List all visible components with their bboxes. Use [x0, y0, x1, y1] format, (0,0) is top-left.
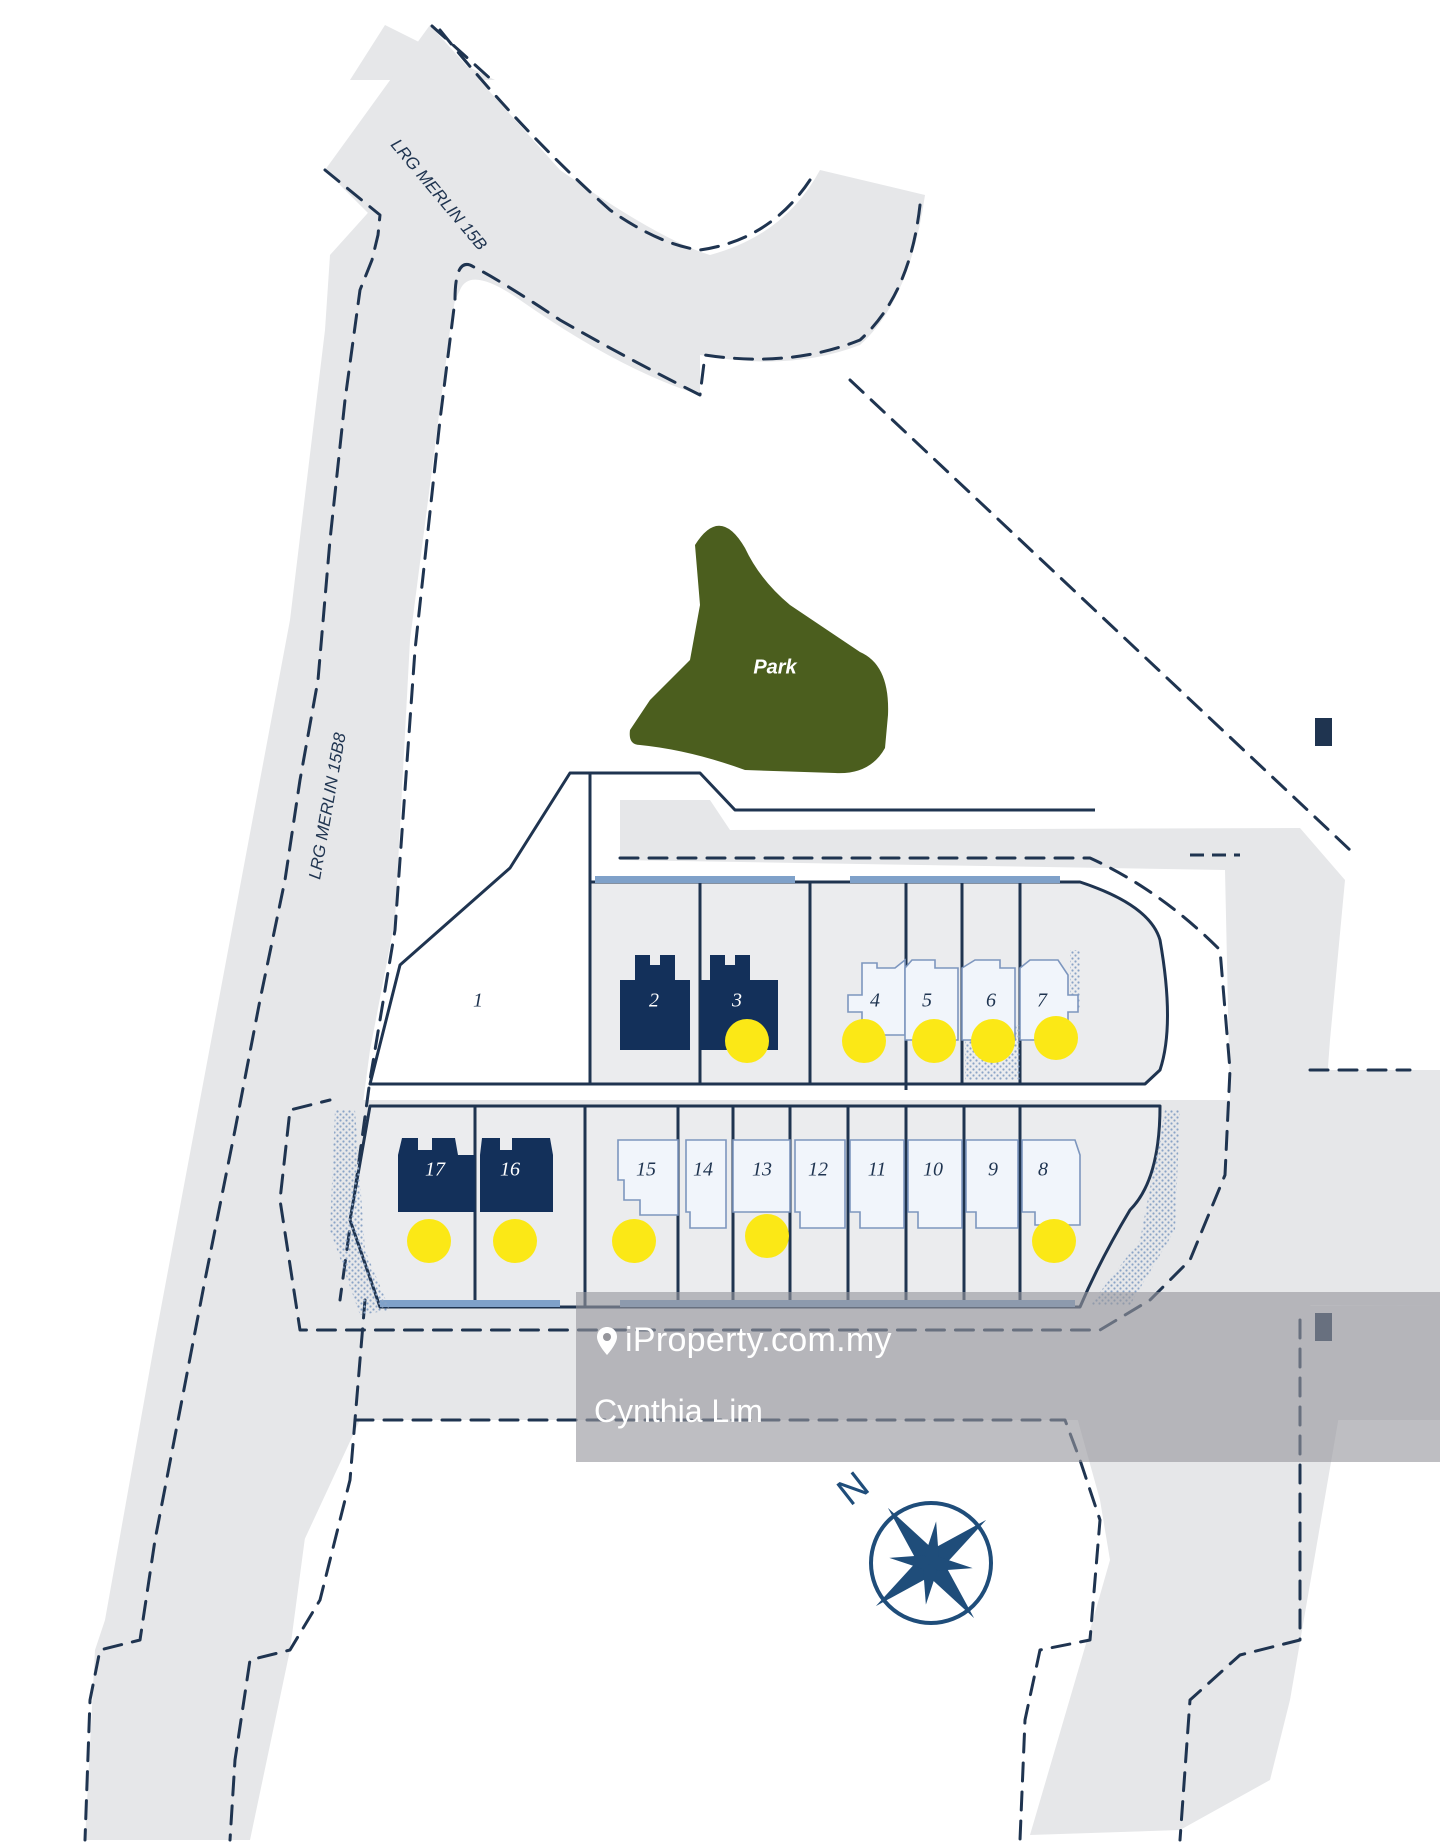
light-unit-11 [849, 1139, 905, 1229]
lot-label-7[interactable]: 7 [1037, 990, 1048, 1012]
light-unit-15 [617, 1139, 679, 1216]
park-area [629, 525, 889, 774]
compass-rose: N [830, 1464, 993, 1625]
house-footprints [398, 955, 1081, 1229]
compass-ring [869, 1501, 993, 1625]
dark-unit-2 [620, 955, 690, 1050]
light-unit-12 [794, 1139, 846, 1229]
light-unit-8 [1021, 1139, 1081, 1226]
park-label: Park [753, 656, 797, 678]
lot-marker-15 [612, 1219, 656, 1263]
lot-label-10[interactable]: 10 [923, 1159, 943, 1181]
watermark-panel [576, 1292, 1440, 1462]
lot-label-9[interactable]: 9 [988, 1159, 998, 1181]
lot-marker-8 [1032, 1219, 1076, 1263]
light-unit-14 [685, 1139, 727, 1229]
lot-label-14[interactable]: 14 [693, 1159, 713, 1181]
lot-label-13[interactable]: 13 [752, 1159, 772, 1181]
lot-labels: 1 2 3 4 5 6 7 17 16 15 14 13 12 11 10 9 … [425, 990, 1048, 1181]
lot-marker-4 [842, 1019, 886, 1063]
location-pin-icon [597, 1326, 617, 1355]
watermark-brand: iProperty.com.my [595, 1321, 892, 1360]
lot-label-6[interactable]: 6 [986, 990, 996, 1012]
lot-label-8[interactable]: 8 [1038, 1159, 1048, 1181]
lot-label-5[interactable]: 5 [922, 990, 932, 1012]
lot-marker-3 [725, 1019, 769, 1063]
lot-marker-16 [493, 1219, 537, 1263]
lot-label-3[interactable]: 3 [731, 990, 742, 1012]
light-unit-6 [961, 959, 1016, 1041]
lot-label-12[interactable]: 12 [808, 1159, 828, 1181]
watermark-brand-text: iProperty.com.my [625, 1321, 892, 1359]
light-unit-13 [732, 1139, 791, 1213]
watermark-agent-name: Cynthia Lim [594, 1393, 763, 1429]
dark-unit-16 [480, 1138, 553, 1212]
park[interactable]: Park [629, 525, 889, 774]
lot-label-15[interactable]: 15 [636, 1159, 656, 1181]
dark-unit-17 [398, 1138, 475, 1212]
lot-marker-6 [971, 1019, 1015, 1063]
lot-marker-17 [407, 1219, 451, 1263]
lot-markers [407, 1016, 1078, 1263]
compass-north-label: N [830, 1464, 877, 1514]
lot-label-11[interactable]: 11 [868, 1159, 887, 1181]
lot-label-17[interactable]: 17 [425, 1159, 446, 1181]
lot-marker-13 [745, 1214, 789, 1258]
boundary-mark-upper [1315, 718, 1332, 746]
lot-marker-7 [1034, 1016, 1078, 1060]
light-unit-9 [965, 1139, 1019, 1229]
compass-star-icon [875, 1507, 987, 1619]
lot-label-1[interactable]: 1 [473, 990, 483, 1012]
lot-label-4[interactable]: 4 [870, 990, 880, 1012]
lot-marker-5 [912, 1019, 956, 1063]
lot-label-2[interactable]: 2 [649, 990, 659, 1012]
upper-block [368, 771, 1240, 1090]
lot-label-16[interactable]: 16 [500, 1159, 520, 1181]
light-unit-10 [907, 1139, 963, 1229]
